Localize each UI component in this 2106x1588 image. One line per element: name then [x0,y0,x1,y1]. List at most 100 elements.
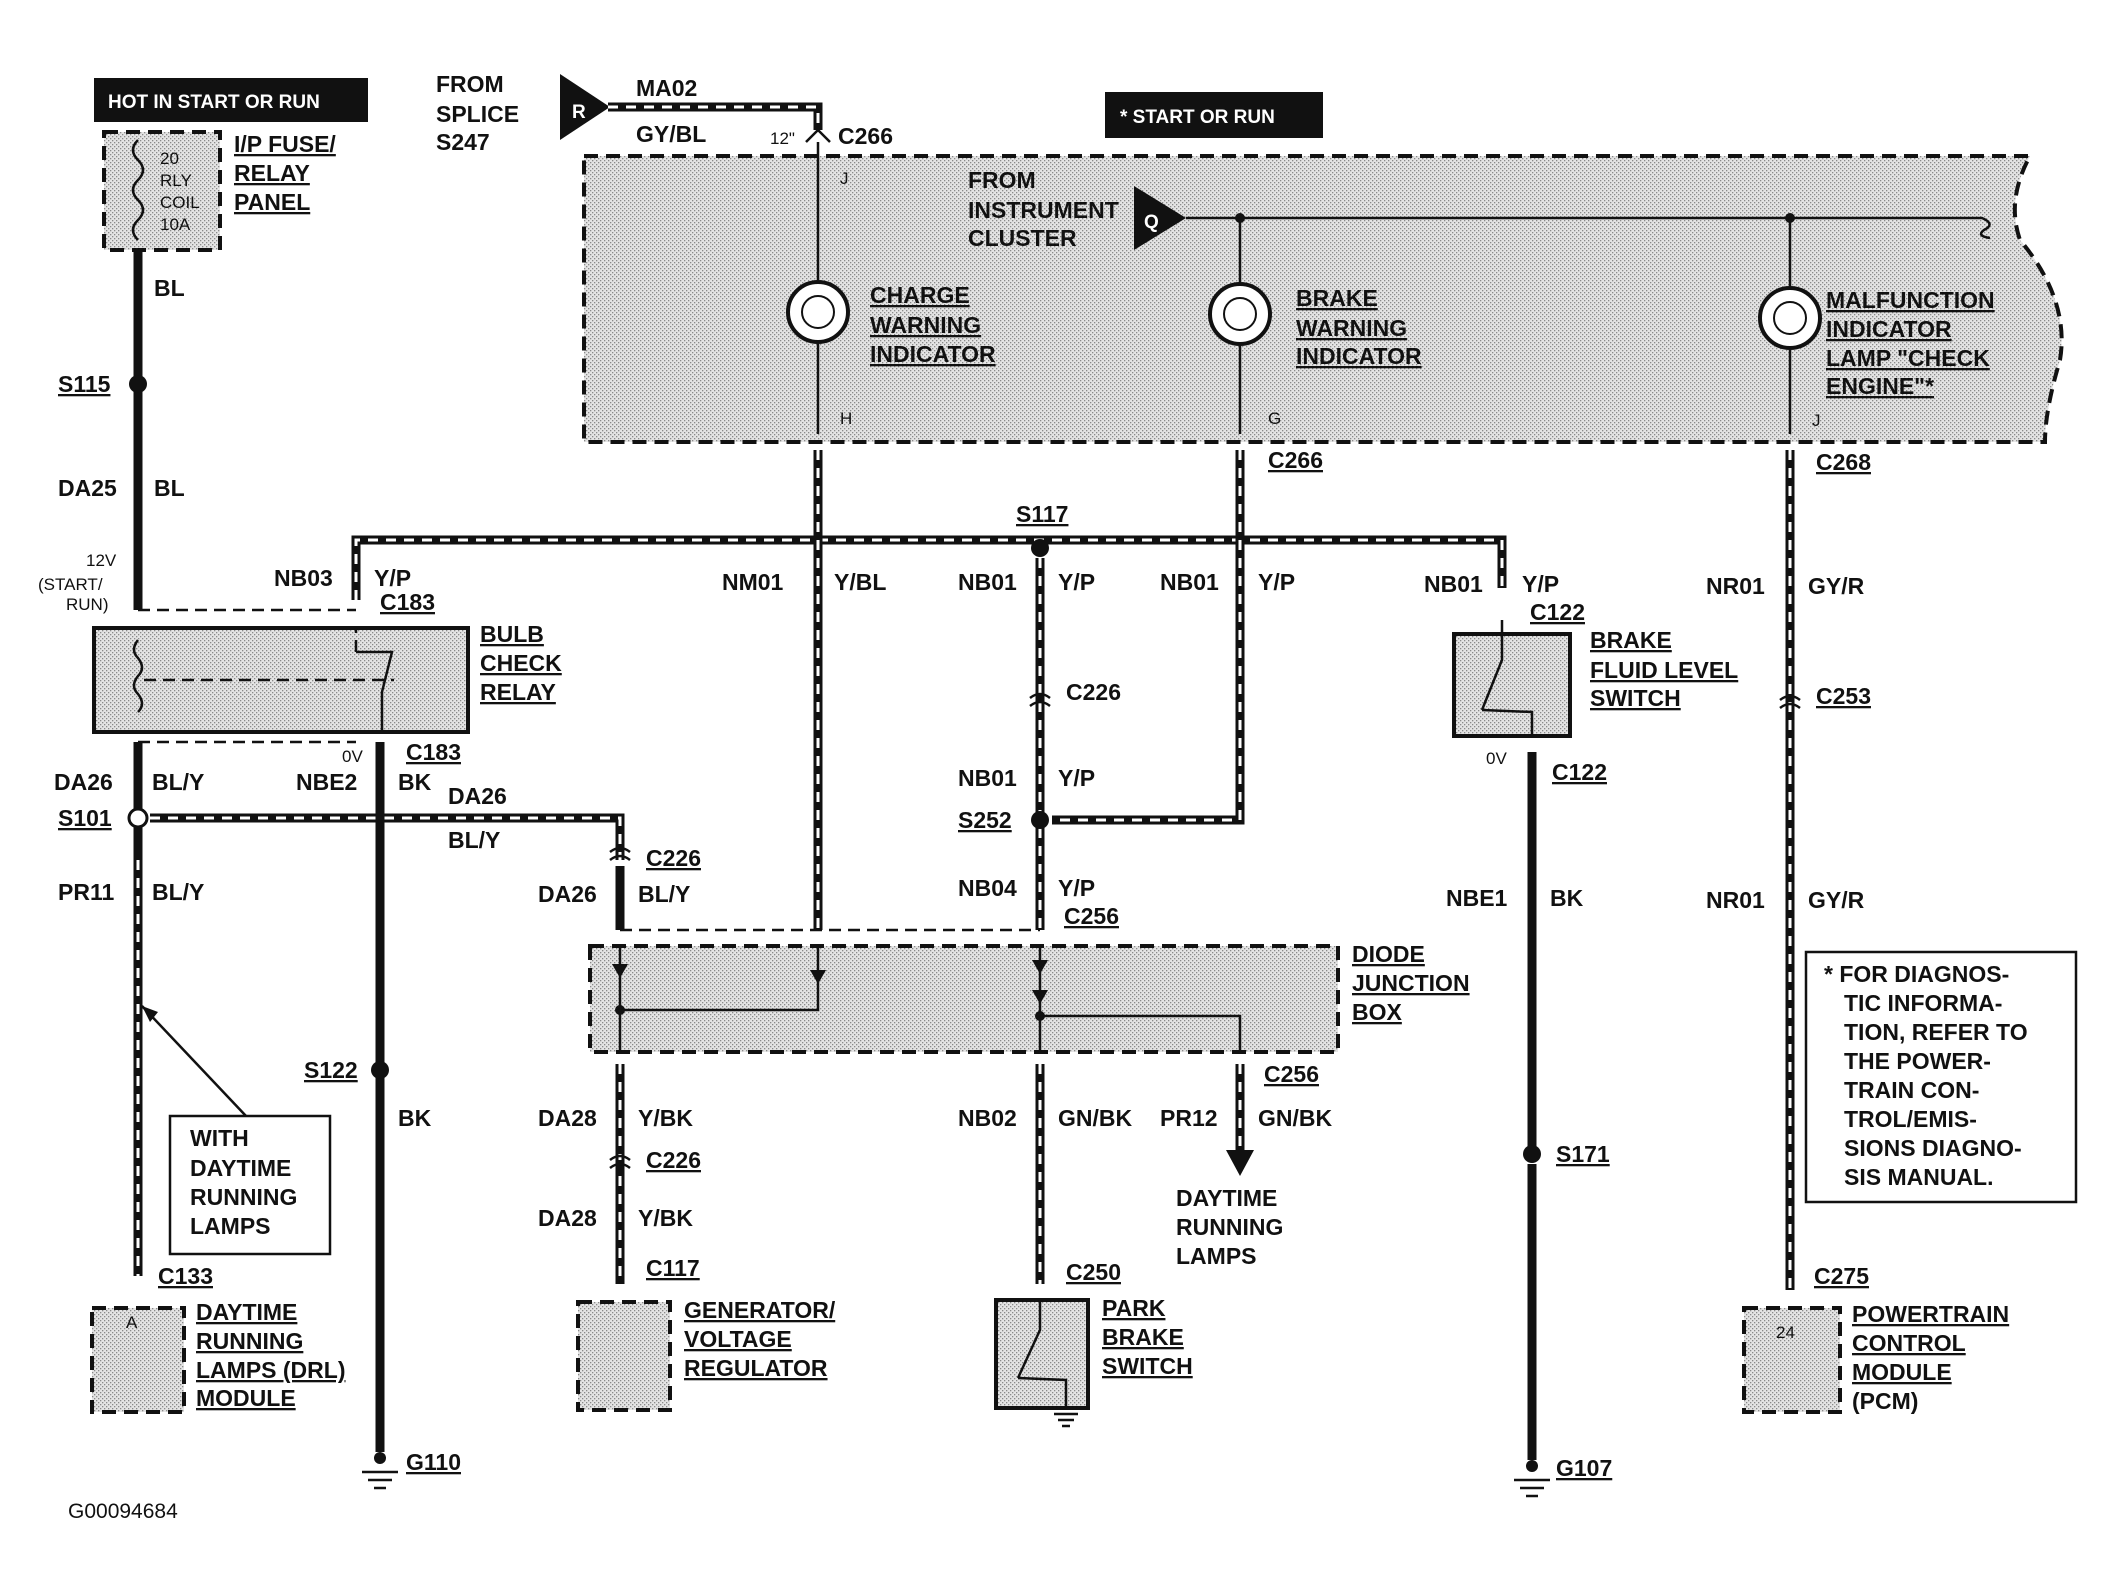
park-brake-ground-icon [1054,1412,1078,1428]
svg-text:(PCM): (PCM) [1852,1388,1918,1414]
svg-text:WARNING: WARNING [1296,315,1407,341]
svg-text:PARK: PARK [1102,1295,1166,1321]
svg-text:POWERTRAIN: POWERTRAIN [1852,1301,2009,1327]
svg-text:LAMPS: LAMPS [190,1213,271,1239]
relay-link-dashed [144,628,394,682]
wire-nb01-label-d: NB01 [958,765,1017,791]
ground-g110-icon [362,1470,398,1490]
brake-fluid-switch-box [1452,632,1572,738]
wire-nb04-label: NB04 [958,875,1017,901]
svg-text:COIL: COIL [160,193,200,212]
wire-nb01-color-d: Y/P [1058,765,1095,791]
connector-q-label: Q [1144,212,1159,233]
mil-bulb-icon [1758,286,1822,350]
svg-text:FROM: FROM [968,167,1036,193]
wire-nbe1-color: BK [1550,885,1584,911]
svg-text:* START OR RUN: * START OR RUN [1120,107,1275,128]
c268-label: C268 [1816,449,1871,475]
park-brake-switch-icon [1016,1300,1068,1408]
ground-g110-label: G110 [406,1449,461,1475]
wire-da26-label-b: DA26 [448,783,507,809]
svg-text:RUNNING: RUNNING [190,1184,297,1210]
splice-s171-label: S171 [1556,1141,1610,1167]
svg-text:CONTROL: CONTROL [1852,1330,1966,1356]
wire-nb03-color: Y/P [374,565,411,591]
voltage-0v-label-1: 0V [342,747,363,766]
mil-label: MALFUNCTION INDICATOR LAMP "CHECK ENGINE… [1826,287,1995,399]
c122-bot-label: C122 [1552,759,1607,785]
svg-text:RELAY: RELAY [234,160,310,186]
ground-g107-icon [1514,1478,1550,1498]
c133-label: C133 [158,1263,213,1289]
wire-nb02-color: GN/BK [1058,1105,1133,1131]
svg-text:BRAKE: BRAKE [1296,285,1378,311]
c226-mid-label: C226 [1066,679,1121,705]
charge-indicator-bulb-icon [786,280,850,344]
connector-r-arrow [560,74,610,140]
svg-text:DAYTIME: DAYTIME [1176,1185,1277,1211]
svg-text:LAMPS (DRL): LAMPS (DRL) [196,1357,345,1383]
svg-text:TIC INFORMA-: TIC INFORMA- [1844,990,2002,1016]
svg-text:CHARGE: CHARGE [870,282,970,308]
wire-pr11-color: BL/Y [152,879,204,905]
diagnosis-note-box [1804,950,2078,1204]
svg-text:CLUSTER: CLUSTER [968,225,1077,251]
svg-text:10A: 10A [160,215,191,234]
c253-label: C253 [1816,683,1871,709]
with-drl-note-box [168,1114,332,1256]
svg-text:INDICATOR: INDICATOR [870,341,996,367]
svg-text:MODULE: MODULE [196,1385,296,1411]
wire-nbe2-color-2: BK [398,1105,432,1131]
svg-text:* FOR DIAGNOS-: * FOR DIAGNOS- [1824,961,2009,987]
wire-nr01-color-a: GY/R [1808,573,1865,599]
svg-text:DIODE: DIODE [1352,941,1425,967]
c266-top-label: C266 [838,123,893,149]
wire-pr12-color: GN/BK [1258,1105,1333,1131]
generator-box [576,1300,672,1412]
svg-text:SPLICE: SPLICE [436,101,519,127]
figure-id: G00094684 [68,1500,178,1523]
svg-text:HOT IN START OR RUN: HOT IN START OR RUN [108,92,320,113]
svg-text:RLY: RLY [160,171,192,190]
svg-text:PANEL: PANEL [234,189,310,215]
splice-s252 [1031,811,1049,829]
with-drl-note-text: WITH DAYTIME RUNNING LAMPS [190,1125,297,1239]
c122-top-label: C122 [1530,599,1585,625]
svg-text:FLUID LEVEL: FLUID LEVEL [1590,657,1738,683]
start-run-label-2: RUN) [66,595,109,614]
c183-top-label: C183 [380,589,435,615]
splice-s171 [1523,1145,1541,1163]
instrument-cluster-box [582,154,2064,444]
svg-text:LAMPS: LAMPS [1176,1243,1257,1269]
svg-text:THE POWER-: THE POWER- [1844,1048,1991,1074]
wire-bl-color-1: BL [154,275,185,301]
wire-da28-label-b: DA28 [538,1205,597,1231]
drl-module-box [90,1306,186,1414]
length-label: 12" [770,129,795,148]
brake-indicator-bulb-icon [1208,282,1272,346]
pcm-pin-label: 24 [1776,1323,1795,1342]
fuse-panel-box [102,130,222,252]
c266-top-connector [805,128,831,143]
brake-warning-indicator-label: BRAKE WARNING INDICATOR [1296,285,1422,369]
splice-s122 [371,1061,389,1079]
svg-text:S247: S247 [436,129,490,155]
svg-text:REGULATOR: REGULATOR [684,1355,828,1381]
svg-text:RUNNING: RUNNING [1176,1214,1283,1240]
charge-bottom-pin: H [840,409,852,428]
wire-nbe2-color: BK [398,769,432,795]
mil-bottom-pin: J [1812,411,1821,430]
svg-text:LAMP "CHECK: LAMP "CHECK [1826,345,1990,371]
svg-text:DAYTIME: DAYTIME [190,1155,291,1181]
wire-nb01-color-a: Y/P [1058,569,1095,595]
svg-text:TROL/EMIS-: TROL/EMIS- [1844,1106,1977,1132]
brake-fluid-switch-label: BRAKE FLUID LEVEL SWITCH [1590,627,1738,711]
pcm-label: POWERTRAIN CONTROL MODULE (PCM) [1852,1301,2009,1414]
wire-ma02-color: GY/BL [636,121,706,147]
drl-arrow-label: DAYTIME RUNNING LAMPS [1176,1185,1283,1269]
connector-q-arrow [1134,186,1186,250]
wire-nb01-color-c: Y/P [1522,571,1559,597]
wire-nb02-label: NB02 [958,1105,1017,1131]
svg-text:SIS MANUAL.: SIS MANUAL. [1844,1164,1994,1190]
c266-mid-label: C266 [1268,447,1323,473]
